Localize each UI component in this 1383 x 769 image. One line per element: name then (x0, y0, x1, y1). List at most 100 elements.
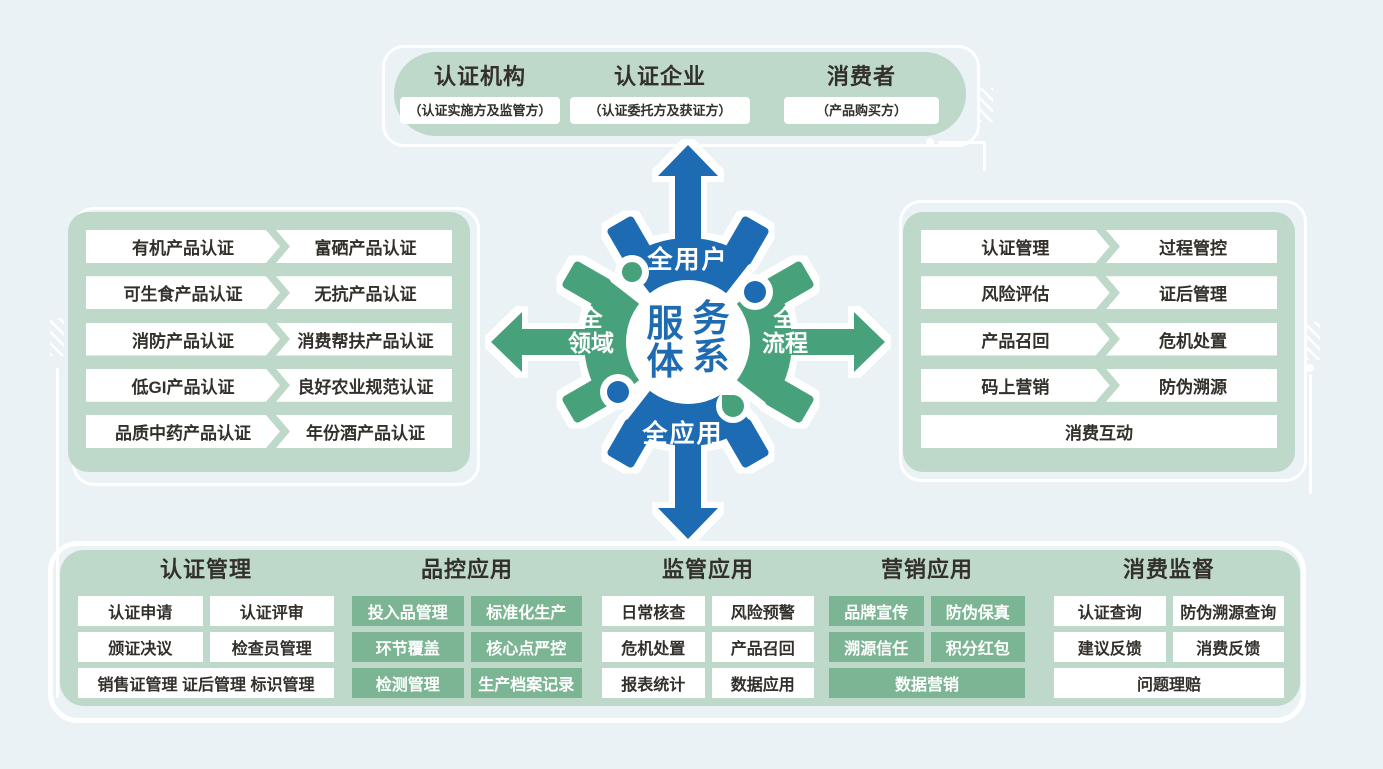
hash-decor-top-right (979, 88, 993, 122)
gear-center-circle (626, 280, 750, 404)
app-item: 生产档案记录 (470, 668, 582, 698)
process-management-panel: 认证管理 过程管控 风险评估 证后管理 产品召回 危机处置 码上营销 防伪溯源 … (903, 212, 1295, 472)
app-item: 标准化生产 (470, 596, 582, 626)
column-title: 消费监督 (1122, 557, 1215, 582)
cert-item: 无抗产品认证 (276, 276, 452, 310)
gear-label-all-processes: 全 流程 (762, 305, 808, 356)
app-item: 问题理赔 (1054, 668, 1284, 698)
decor-line-left (56, 368, 59, 698)
cert-item: 富硒产品认证 (276, 230, 452, 263)
app-item: 检查员管理 (209, 632, 334, 662)
app-item: 消费反馈 (1172, 632, 1284, 662)
certification-types-panel: 有机产品认证 富硒产品认证 可生食产品认证 无抗产品认证 消防产品认证 消费帮扶… (68, 212, 470, 472)
app-item: 品牌宣传 (829, 596, 924, 626)
hash-decor-left (50, 318, 64, 356)
cert-item: 消防产品认证 (86, 323, 280, 356)
cert-item: 良好农业规范认证 (276, 368, 452, 402)
process-item: 消费互动 (921, 415, 1277, 448)
column-quality-control: 品控应用 投入品管理 标准化生产 环节覆盖 核心点严控 检测管理 生产档案记录 (352, 556, 582, 698)
app-row: 危机处置 产品召回 (602, 632, 814, 662)
gear-label-all-applications: 全应用 (642, 420, 724, 448)
cert-row: 低GI产品认证 良好农业规范认证 (86, 368, 452, 402)
cert-row: 品质中药产品认证 年份酒产品认证 (86, 415, 452, 448)
gear-droplet-bottom-right (722, 395, 744, 417)
process-item: 过程管控 (1106, 230, 1277, 263)
column-supervision: 监管应用 日常核查 风险预警 危机处置 产品召回 报表统计 数据应用 (602, 556, 814, 698)
app-item: 颁证决议 (78, 632, 203, 662)
app-item: 数据应用 (711, 668, 814, 698)
gear-dot-bottom-left (607, 381, 629, 403)
stakeholders-panel: 认证机构 （认证实施方及监管方） 认证企业 （认证委托方及获证方） 消费者 （产… (394, 52, 966, 136)
process-row: 码上营销 防伪溯源 (921, 368, 1277, 402)
cert-item: 年份酒产品认证 (276, 415, 452, 448)
stakeholder-title: 消费者 (826, 64, 896, 89)
app-item: 产品召回 (711, 632, 814, 662)
column-consumer-supervision: 消费监督 认证查询 防伪溯源查询 建议反馈 消费反馈 问题理赔 (1054, 556, 1284, 698)
stakeholder-title: 认证企业 (613, 64, 706, 89)
cert-item: 品质中药产品认证 (86, 415, 280, 448)
gear-label-all-fields: 全 领域 (568, 305, 614, 356)
app-row: 品牌宣传 防伪保真 (829, 596, 1025, 626)
app-item: 日常核查 (602, 596, 705, 626)
stakeholder-consumer: 消费者 （产品购买方） (784, 63, 939, 124)
process-row: 产品召回 危机处置 (921, 322, 1277, 356)
cert-row: 消防产品认证 消费帮扶产品认证 (86, 322, 452, 356)
process-item: 证后管理 (1106, 276, 1277, 310)
column-title: 监管应用 (661, 557, 754, 582)
decor-line-top-h (938, 141, 986, 144)
process-item: 码上营销 (921, 369, 1110, 402)
bottom-panel-frame (48, 541, 1306, 723)
decor-dot-top (926, 138, 934, 146)
app-item: 认证查询 (1054, 596, 1166, 626)
decor-line-right (1309, 374, 1312, 494)
stakeholder-certification-body: 认证机构 （认证实施方及监管方） (400, 63, 560, 124)
stakeholder-title: 认证机构 (433, 64, 526, 89)
cert-row: 可生食产品认证 无抗产品认证 (86, 276, 452, 310)
cert-item: 有机产品认证 (86, 230, 280, 263)
process-row: 消费互动 (921, 415, 1277, 448)
cert-row: 有机产品认证 富硒产品认证 (86, 230, 452, 263)
column-marketing: 营销应用 品牌宣传 防伪保真 溯源信任 积分红包 数据营销 (829, 556, 1025, 698)
app-item: 销售证管理 证后管理 标识管理 (78, 668, 334, 698)
app-row: 数据营销 (829, 668, 1025, 698)
app-item: 认证申请 (78, 596, 203, 626)
app-row: 建议反馈 消费反馈 (1054, 632, 1284, 662)
app-row: 销售证管理 证后管理 标识管理 (78, 668, 334, 698)
gear-label-all-users: 全用户 (647, 246, 729, 274)
app-row: 报表统计 数据应用 (602, 668, 814, 698)
service-gear (478, 132, 898, 552)
app-item: 防伪溯源查询 (1172, 596, 1284, 626)
column-title: 品控应用 (420, 557, 513, 582)
app-item: 报表统计 (602, 668, 705, 698)
process-item: 产品召回 (921, 323, 1110, 356)
cert-item: 可生食产品认证 (86, 276, 280, 309)
app-row: 问题理赔 (1054, 668, 1284, 698)
top-panel-frame (382, 45, 980, 147)
process-row: 风险评估 证后管理 (921, 276, 1277, 310)
app-item: 数据营销 (829, 668, 1025, 698)
app-row: 颁证决议 检查员管理 (78, 632, 334, 662)
app-item: 投入品管理 (352, 596, 464, 626)
column-title: 营销应用 (880, 557, 973, 582)
app-row: 认证查询 防伪溯源查询 (1054, 596, 1284, 626)
app-row: 溯源信任 积分红包 (829, 632, 1025, 662)
app-item: 溯源信任 (829, 632, 924, 662)
decor-line-top-v (983, 141, 986, 171)
app-item: 建议反馈 (1054, 632, 1166, 662)
app-row: 投入品管理 标准化生产 (352, 596, 582, 626)
decor-dot-right (1306, 364, 1314, 372)
app-item: 风险预警 (711, 596, 814, 626)
stakeholder-subtitle: （认证实施方及监管方） (400, 97, 560, 124)
app-item: 核心点严控 (470, 632, 582, 662)
app-item: 认证评审 (209, 596, 334, 626)
gear-core-title: 服务 体系 (646, 298, 730, 382)
right-panel-frame (899, 200, 1307, 482)
cert-item: 低GI产品认证 (86, 369, 280, 402)
app-item: 积分红包 (930, 632, 1025, 662)
app-row: 日常核查 风险预警 (602, 596, 814, 626)
app-item: 危机处置 (602, 632, 705, 662)
app-row: 检测管理 生产档案记录 (352, 668, 582, 698)
stakeholder-certified-enterprise: 认证企业 （认证委托方及获证方） (570, 63, 750, 124)
hash-decor-right (1306, 322, 1320, 360)
process-row: 认证管理 过程管控 (921, 230, 1277, 263)
